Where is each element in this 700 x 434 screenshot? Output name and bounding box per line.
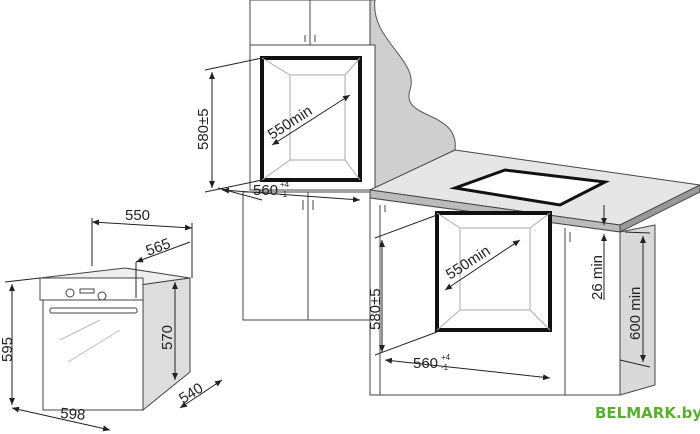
oven-depth-total-label: 565 — [144, 235, 173, 260]
oven-depth-body-label: 550 — [125, 207, 150, 224]
lower-niche-width-tol-minus: -1 — [441, 363, 449, 372]
oven-dimension-lines — [4, 218, 223, 432]
tall-cabinet-base — [242, 191, 371, 321]
upper-niche-width-tol-minus: -1 — [280, 190, 288, 199]
upper-niche-inner — [261, 57, 361, 181]
upper-niche-dimension-lines — [204, 57, 361, 203]
cooktop-cutout — [449, 168, 611, 207]
lower-niche-dimension-lines — [374, 205, 651, 381]
upper-niche-height-label: 580±5 — [195, 108, 212, 150]
oven-body-height-label: 570 — [159, 325, 176, 350]
oven-width-label: 598 — [60, 405, 86, 424]
upper-niche-width-tol-plus: +4 — [280, 180, 290, 189]
cabinet-height-label: 600 min — [627, 287, 644, 340]
upper-niche-width-label: 560 — [253, 182, 278, 199]
lower-niche-width-label: 560 — [413, 355, 438, 372]
lower-niche-height-label: 580±5 — [367, 288, 384, 330]
wall-cutaway — [309, 0, 456, 191]
lower-niche-width-tol-plus: +4 — [441, 353, 451, 362]
countertop-gap-label: 26 min — [589, 255, 606, 300]
lower-niche-inner — [436, 212, 551, 331]
oven-depth-label: 540 — [176, 380, 206, 408]
oven-height-label: 595 — [0, 337, 16, 362]
watermark-logo: BELMARK.by — [595, 404, 700, 422]
